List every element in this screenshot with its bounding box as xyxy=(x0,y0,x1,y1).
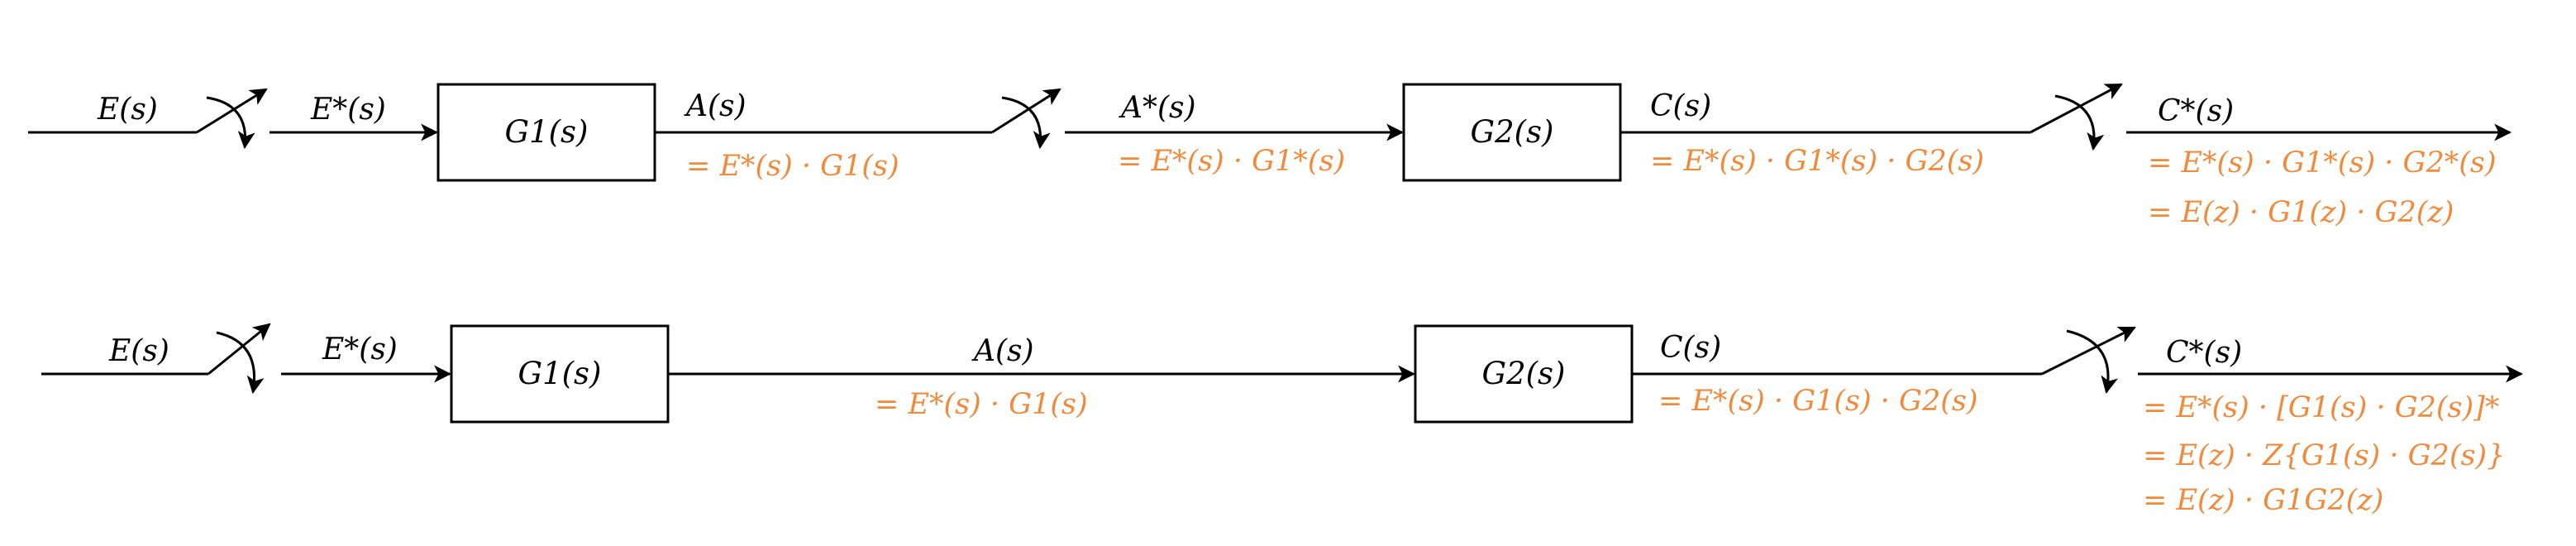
bottom-label-c: C(s) xyxy=(1660,331,1721,365)
bottom-eq-c-star-3: = E(z) · G1G2(z) xyxy=(2143,484,2383,517)
top-label-a-star: A*(s) xyxy=(1119,91,1196,125)
top-label-e: E(s) xyxy=(97,93,158,127)
bottom-diagram: G1(s) G2(s) E(s) E*(s) A(s) C(s) C*(s) =… xyxy=(41,323,2524,517)
bottom-block-g2-label: G2(s) xyxy=(1482,356,1566,391)
top-eq-a: = E*(s) · G1(s) xyxy=(686,150,899,183)
top-sampler-3 xyxy=(2030,83,2123,151)
top-block-g2: G2(s) xyxy=(1402,83,1622,182)
top-label-e-star: E*(s) xyxy=(310,93,386,127)
top-block-g2-label: G2(s) xyxy=(1471,114,1554,150)
top-eq-c: = E*(s) · G1*(s) · G2(s) xyxy=(1650,145,1984,178)
top-eq-c-star-1: = E*(s) · G1*(s) · G2*(s) xyxy=(2148,146,2497,180)
top-block-g1: G1(s) xyxy=(436,83,656,182)
bottom-block-g2: G2(s) xyxy=(1414,324,1634,424)
top-sampler-2 xyxy=(991,88,1061,150)
bottom-eq-a: = E*(s) · G1(s) xyxy=(875,388,1088,421)
bottom-label-e-star: E*(s) xyxy=(322,333,398,366)
top-label-c: C(s) xyxy=(1650,89,1711,123)
bottom-label-e: E(s) xyxy=(108,334,169,368)
bottom-sampler-2 xyxy=(2041,326,2136,395)
bottom-eq-c: = E*(s) · G1(s) · G2(s) xyxy=(1658,385,1978,418)
top-label-c-star: C*(s) xyxy=(2158,94,2234,128)
top-label-a: A(s) xyxy=(684,89,747,123)
top-diagram: G1(s) G2(s) E(s) E*(s) A(s) A*(s) C(s) xyxy=(28,83,2512,229)
top-eq-c-star-2: = E(z) · G1(z) · G2(z) xyxy=(2148,196,2454,229)
bottom-label-c-star: C*(s) xyxy=(2166,336,2242,370)
bottom-block-g1-label: G1(s) xyxy=(518,356,602,391)
bottom-label-a: A(s) xyxy=(971,334,1034,368)
bottom-eq-c-star-2: = E(z) · Z{G1(s) · G2(s)} xyxy=(2143,439,2505,472)
bottom-sampler-1 xyxy=(208,323,271,395)
bottom-block-g1: G1(s) xyxy=(450,324,670,424)
top-eq-a-star: = E*(s) · G1*(s) xyxy=(1118,145,1345,178)
top-sampler-1 xyxy=(196,88,268,150)
bottom-eq-c-star-1: = E*(s) · [G1(s) · G2(s)]* xyxy=(2143,391,2499,424)
top-block-g1-label: G1(s) xyxy=(505,114,589,150)
